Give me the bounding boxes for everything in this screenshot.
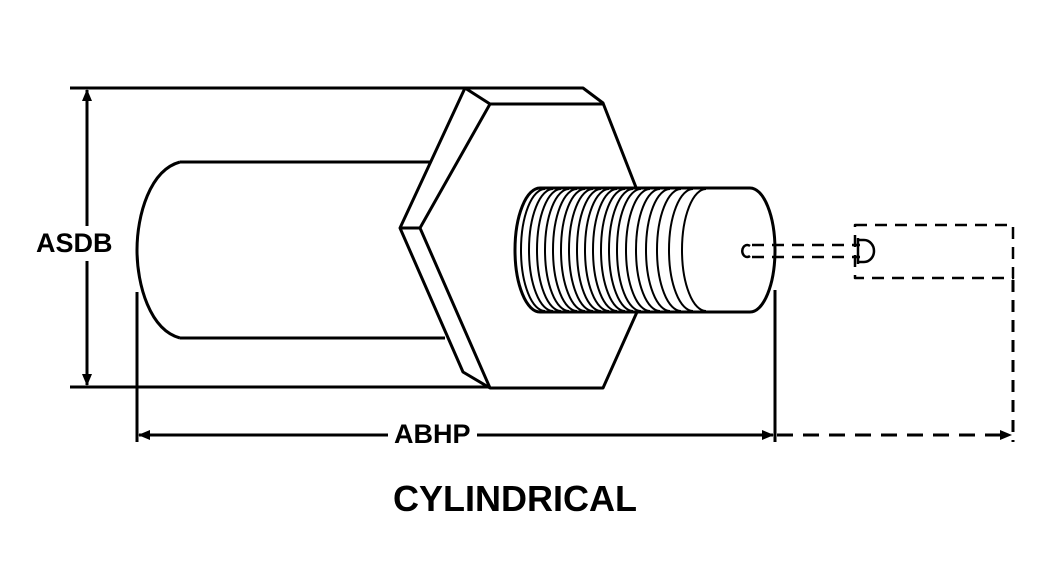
pin-hole bbox=[741, 243, 751, 259]
phantom-extension bbox=[853, 223, 1015, 280]
pin-end bbox=[858, 238, 876, 264]
abhp-label: ABHP bbox=[388, 419, 477, 450]
asdb-label: ASDB bbox=[36, 226, 113, 261]
threads bbox=[520, 188, 707, 312]
cylinder-body bbox=[135, 160, 445, 340]
diagram-title: CYLINDRICAL bbox=[393, 478, 637, 519]
